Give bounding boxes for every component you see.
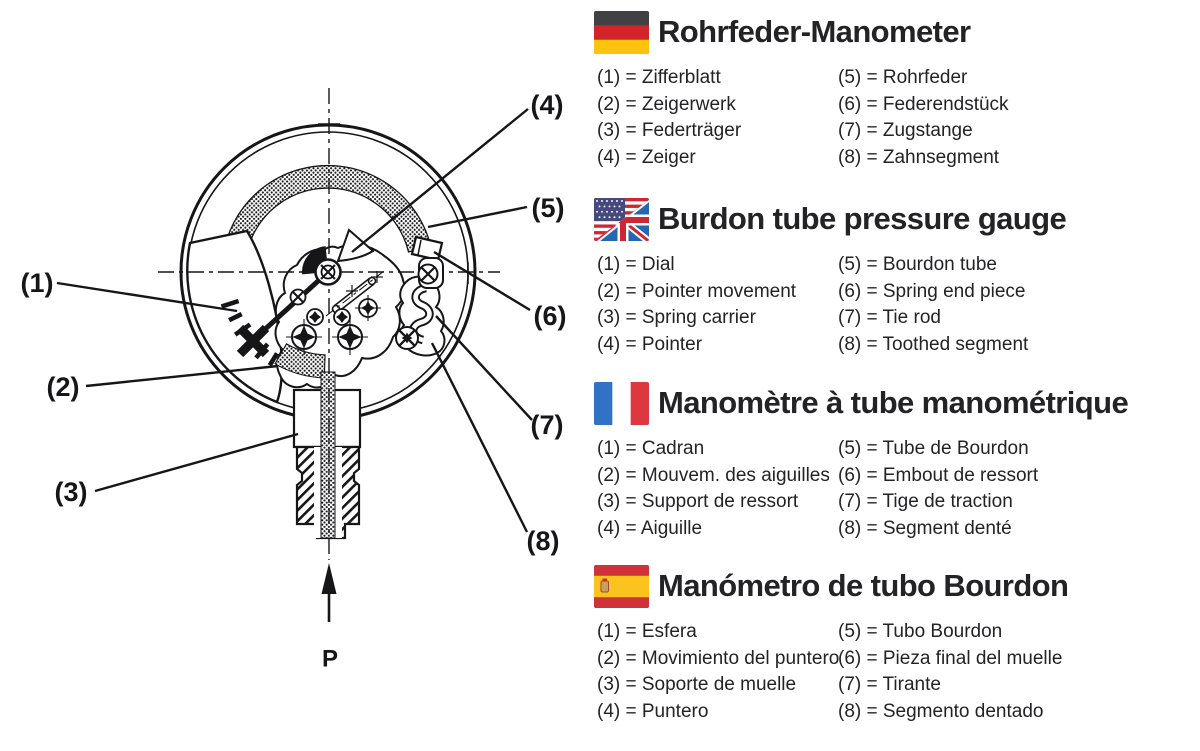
germany-flag-icon	[594, 10, 649, 54]
legend-item: (8) = Segment denté	[838, 517, 1012, 539]
legend-item: (3) = Soporte de muelle	[597, 674, 797, 696]
screw-icon	[286, 319, 322, 355]
section-title: Manómetro de tubo Bourdon	[658, 568, 1069, 603]
section-english: Burdon tube pressure gauge (1) = Dial (2…	[591, 195, 1200, 358]
callout-label-4: (4)	[531, 90, 564, 120]
legend-item: (5) = Rohrfeder	[838, 67, 968, 88]
legend-item: (2) = Zeigerwerk	[597, 93, 736, 115]
pointer-counterweight	[302, 246, 328, 275]
screw-icon	[306, 308, 324, 326]
us-uk-flag-icon	[594, 197, 649, 241]
legend-item: (3) = Support de ressort	[597, 491, 799, 513]
france-flag-icon	[594, 381, 649, 425]
section-header: Manomètre à tube manométrique	[591, 379, 1200, 427]
callout-label-8: (8)	[527, 526, 560, 556]
callout-label-2: (2)	[47, 372, 80, 402]
legend-column: Rohrfeder-Manometer (1) = Zifferblatt (2…	[591, 0, 1200, 746]
callout-label-3: (3)	[55, 477, 88, 507]
section-title: Burdon tube pressure gauge	[658, 201, 1067, 236]
legend-item: (4) = Zeiger	[597, 146, 696, 168]
legend-item: (1) = Esfera	[597, 621, 697, 642]
legend-item: (8) = Zahnsegment	[838, 146, 1000, 168]
pointer-tail	[336, 228, 375, 263]
pressure-label: P	[322, 646, 338, 673]
screw-icon	[289, 288, 307, 306]
section-spanish: Manómetro de tubo Bourdon (1) = Esfera (…	[591, 562, 1200, 725]
gauge-technical-drawing: (1) (2) (3) (4) (5) (6) (7) (8) P	[0, 0, 590, 746]
legend-item: (6) = Spring end piece	[838, 280, 1026, 302]
pressure-channel	[274, 343, 336, 539]
pointer-hub	[314, 258, 342, 286]
legend-item: (7) = Tie rod	[838, 307, 941, 329]
movement-screws	[286, 263, 439, 355]
legend-item: (2) = Pointer movement	[597, 280, 797, 302]
dial-wedge	[186, 229, 283, 404]
legend-item: (4) = Puntero	[597, 700, 709, 722]
legend-item: (1) = Cadran	[597, 438, 705, 459]
screw-icon	[417, 263, 439, 285]
screw-icon	[332, 319, 368, 355]
gauge-diagram-svg: (1) (2) (3) (4) (5) (6) (7) (8) P	[21, 88, 567, 673]
legend-item: (8) = Toothed segment	[838, 333, 1029, 355]
screw-icon	[355, 295, 381, 321]
section-german: Rohrfeder-Manometer (1) = Zifferblatt (2…	[591, 8, 1200, 171]
legend-item: (5) = Bourdon tube	[838, 254, 997, 275]
legend-item: (5) = Tubo Bourdon	[838, 621, 1003, 642]
legend-item: (2) = Mouvem. des aiguilles	[597, 464, 830, 486]
callout-label-7: (7)	[531, 410, 564, 440]
legend-item: (7) = Tirante	[838, 674, 941, 696]
legend-item: (7) = Zugstange	[838, 120, 973, 142]
callout-label-1: (1)	[21, 268, 54, 298]
legend-item: (1) = Zifferblatt	[597, 67, 721, 88]
legend-item: (6) = Federendstück	[838, 93, 1009, 115]
section-header: Rohrfeder-Manometer	[591, 8, 1200, 56]
legend-item: (3) = Federträger	[597, 120, 742, 142]
screw-icon	[333, 308, 351, 326]
section-french: Manomètre à tube manométrique (1) = Cadr…	[591, 379, 1200, 542]
legend-item: (6) = Pieza final del muelle	[838, 647, 1063, 669]
callout-label-5: (5)	[532, 193, 565, 223]
callout-label-6: (6)	[534, 301, 567, 331]
screw-icon	[395, 326, 419, 350]
legend-item: (1) = Dial	[597, 254, 675, 275]
section-header: Burdon tube pressure gauge	[591, 195, 1200, 243]
section-header: Manómetro de tubo Bourdon	[591, 562, 1200, 610]
legend-items: (1) = Esfera (2) = Movimiento del punter…	[591, 619, 1200, 725]
legend-items: (1) = Dial (2) = Pointer movement (3) = …	[591, 252, 1200, 358]
legend-items: (1) = Cadran (2) = Mouvem. des aiguilles…	[591, 436, 1200, 542]
legend-item: (5) = Tube de Bourdon	[838, 438, 1029, 459]
legend-item: (4) = Aiguille	[597, 517, 703, 539]
legend-item: (2) = Movimiento del puntero	[597, 647, 840, 669]
legend-items: (1) = Zifferblatt (2) = Zeigerwerk (3) =…	[591, 65, 1200, 171]
spain-flag-icon	[594, 564, 649, 608]
section-title: Manomètre à tube manométrique	[658, 385, 1129, 420]
pressure-arrow	[321, 563, 337, 622]
legend-item: (8) = Segmento dentado	[838, 700, 1044, 722]
leader-lines	[56, 108, 533, 533]
legend-item: (3) = Spring carrier	[597, 307, 756, 329]
section-title: Rohrfeder-Manometer	[658, 14, 971, 49]
legend-item: (6) = Embout de ressort	[838, 464, 1039, 486]
legend-item: (7) = Tige de traction	[838, 491, 1013, 513]
legend-item: (4) = Pointer	[597, 333, 703, 355]
cross-marker-icon	[346, 271, 383, 297]
